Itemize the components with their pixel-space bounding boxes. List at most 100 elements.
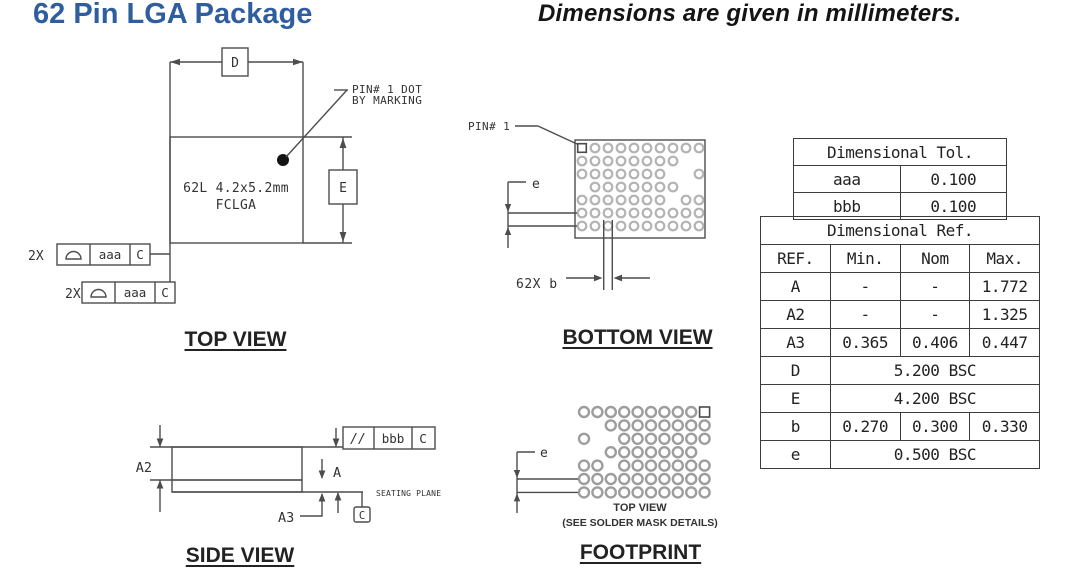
parallelism-callout: // bbb C (332, 426, 436, 450)
pin-pad (680, 207, 692, 219)
pin-pad (698, 486, 711, 499)
min-cell: - (829, 272, 901, 301)
pin-pad (671, 459, 685, 472)
pin1-leader (515, 125, 578, 145)
dim-e-box (328, 169, 358, 205)
callout1-qty: 2X (28, 249, 44, 264)
pin-size-label: 62X b (516, 277, 558, 292)
pin-pad (671, 486, 685, 499)
top-view-caption: TOP VIEW (184, 328, 287, 351)
tol-value: 0.100 (899, 192, 1007, 220)
ref-cell: A3 (760, 328, 831, 357)
pin-pad (671, 432, 685, 445)
profile-tolerance-callout-1: 2X aaa C (28, 243, 170, 266)
footprint-drawing: e (513, 405, 711, 513)
pin-pad (631, 459, 644, 472)
pin-pad (658, 432, 671, 445)
callout2-datum: C (161, 285, 169, 300)
pin-pad (671, 472, 685, 486)
side-view-outline (150, 446, 363, 493)
pin-pad (667, 155, 679, 167)
pin-pad (680, 220, 692, 232)
dim-d-box (221, 47, 249, 77)
ref-cell: A2 (760, 300, 831, 329)
min-cell: - (829, 300, 901, 329)
pin-pad (693, 142, 705, 154)
dim-a-label: A (333, 465, 341, 481)
pin-width-dimension (566, 220, 650, 290)
pin-pad (628, 194, 640, 206)
pin-pad (644, 405, 658, 419)
col-ref: REF. (760, 244, 831, 273)
package-outline (574, 139, 706, 239)
tol-table-title: Dimensional Tol. (793, 138, 1007, 166)
table-row: D 5.200 BSC (760, 356, 1041, 385)
pin-pad (667, 142, 679, 154)
pin-pad (644, 446, 658, 459)
pin-pad (589, 155, 601, 167)
pin-pad (591, 472, 604, 486)
pin-pad (615, 207, 627, 219)
pin-pad (641, 194, 653, 206)
max-cell: 1.772 (969, 272, 1040, 301)
pin-pad (628, 155, 640, 167)
pin-pad (658, 405, 671, 419)
bsc-cell: 0.500 BSC (829, 440, 1041, 469)
package-designator: 62L 4.2x5.2mm (183, 181, 289, 196)
tol-name: aaa (793, 165, 901, 193)
dim-e-label: E (339, 181, 347, 196)
nom-cell: 0.300 (899, 412, 971, 441)
tol-value: 0.100 (899, 165, 1007, 193)
pin-pad (631, 472, 644, 486)
pin1-label: PIN# 1 (468, 120, 510, 133)
package-family: FCLGA (216, 198, 257, 213)
ref-cell: b (760, 412, 831, 441)
pin-pad (658, 472, 671, 486)
pin-pad (658, 486, 671, 499)
pin-pad (698, 459, 711, 472)
pitch-dimension (513, 451, 578, 513)
seating-plane-label: SEATING PLANE (376, 489, 441, 498)
pin-pad (615, 142, 627, 154)
pin-pad (684, 472, 698, 486)
pin-pad (628, 142, 640, 154)
header-row: REF. Min. Nom Max. (760, 244, 1040, 273)
pin-pad (693, 220, 705, 232)
table-row: b 0.270 0.300 0.330 (760, 412, 1040, 441)
pin-pad (604, 446, 618, 459)
side-view-drawing: A2 // bbb C A A3 SEATING PLANE (136, 425, 441, 526)
top-view-drawing: D E PIN# 1 DOT BY MARKING 62L 4.2x5.2mm … (28, 47, 422, 304)
max-cell: 1.325 (969, 300, 1040, 329)
pin-pad (604, 486, 618, 499)
package-outline (169, 136, 304, 244)
pin-pad (577, 472, 591, 486)
min-cell: 0.365 (829, 328, 901, 357)
pin-grid (576, 142, 705, 232)
profile-of-surface-icon (90, 288, 107, 298)
pin-pad (576, 155, 588, 167)
pin-pad (589, 181, 601, 193)
pin-pad (591, 459, 604, 472)
callout2-tol: aaa (124, 285, 147, 300)
pin-pad (641, 168, 653, 180)
pin-pad (615, 155, 627, 167)
ref-cell: E (760, 384, 831, 413)
pin-pad (654, 194, 666, 206)
pin-pad (658, 419, 671, 432)
pin-pad (615, 181, 627, 193)
pin1-pad (576, 142, 588, 154)
pitch-dimension (504, 181, 577, 248)
pin-pad (644, 419, 658, 432)
pin-pad (615, 220, 627, 232)
pin-pad (628, 207, 640, 219)
footprint-subcaption-2: (SEE SOLDER MASK DETAILS) (562, 517, 718, 529)
dimensional-tol-table: Dimensional Tol. aaa 0.100 bbb 0.100 (793, 138, 1007, 220)
units-note: Dimensions are given in millimeters. (538, 0, 962, 27)
dim-d-label: D (231, 56, 239, 71)
pin-pad (591, 486, 604, 499)
pin-grid (577, 405, 711, 499)
ref-table-title: Dimensional Ref. (760, 216, 1040, 245)
pin-pad (667, 207, 679, 219)
pin-pad (591, 405, 604, 419)
pin-pad (604, 419, 618, 432)
